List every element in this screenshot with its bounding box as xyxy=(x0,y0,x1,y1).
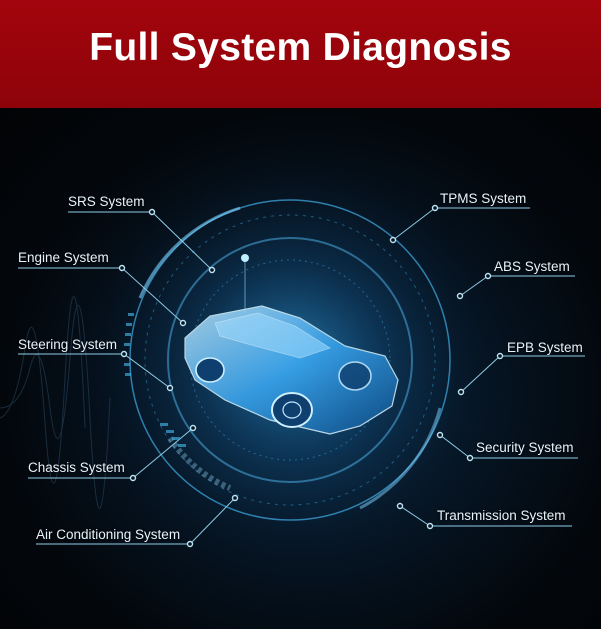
abs-system-label: ABS System xyxy=(494,259,570,274)
transmission-system-label: Transmission System xyxy=(437,508,566,523)
epb-system-label: EPB System xyxy=(507,340,583,355)
connector-dots xyxy=(118,204,504,548)
title-banner: Full System Diagnosis xyxy=(0,0,601,108)
hud-ticks xyxy=(124,313,186,447)
steering-system-label: Steering System xyxy=(18,337,118,352)
engine-system-label: Engine System xyxy=(18,250,109,265)
security-system-label: Security System xyxy=(476,440,574,455)
chassis-system-label: Chassis System xyxy=(28,460,125,475)
car-hologram xyxy=(184,254,399,435)
air-conditioning-system-label: Air Conditioning System xyxy=(36,527,181,542)
waveform-background xyxy=(0,296,111,509)
page-title: Full System Diagnosis xyxy=(89,26,512,69)
tpms-system-label: TPMS System xyxy=(440,191,527,206)
diagnosis-graphic: SRS System Engine System Steering System… xyxy=(0,108,601,629)
srs-system-label: SRS System xyxy=(68,194,145,209)
leader-lines xyxy=(18,207,585,545)
hud-graphic xyxy=(0,150,585,570)
